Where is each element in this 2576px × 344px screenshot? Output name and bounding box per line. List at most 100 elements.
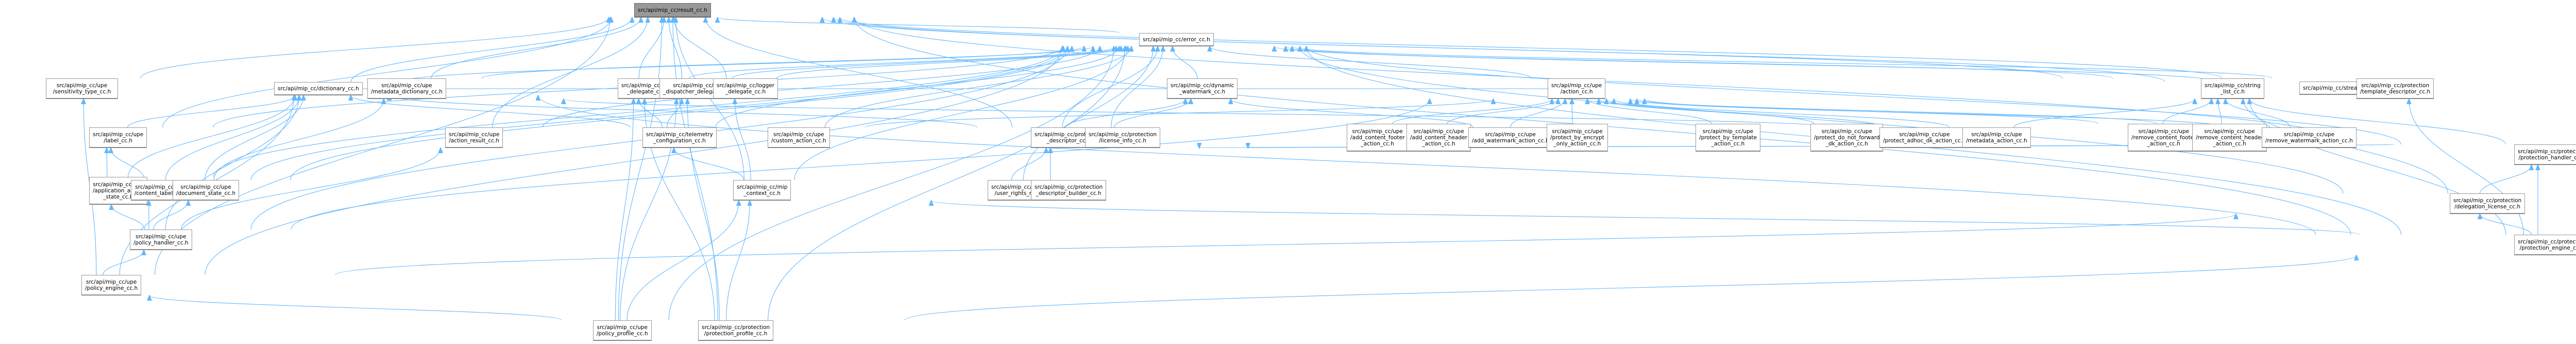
edge-protection-descriptor-cc-to-dynamic-watermark-cc — [1065, 99, 1185, 128]
edge-policy-profile-cc-to-policy-engine-cc — [149, 296, 562, 321]
node-template-descriptor-cc[interactable]: src/api/mip_cc/protection /template_desc… — [2357, 78, 2434, 99]
edge-policy-engine-cc-to-result-cc — [154, 18, 611, 275]
edge-policy-profile-cc-to-mip-context-cc — [626, 201, 739, 321]
edge-protection-engine-cc-to-string-list-cc — [2249, 99, 2506, 235]
node-protect-do-not-forward-dk-action-cc[interactable]: src/api/mip_cc/upe /protect_do_not_forwa… — [1810, 124, 1884, 152]
edge-policy-handler-cc-to-dictionary-cc — [165, 95, 299, 230]
node-policy-engine-cc[interactable]: src/api/mip_cc/upe /policy_engine_cc.h — [81, 275, 142, 296]
edge-protect-do-not-forward-dk-action-cc-to-action-cc — [1599, 99, 1815, 124]
edge-task-dispatcher-delegate-cc-to-error-cc — [732, 46, 1121, 79]
edge-license-info-cc-to-dynamic-watermark-cc — [1114, 99, 1191, 128]
edge-metadata-action-cc-to-metadata-dictionary-cc — [564, 99, 1833, 128]
node-mip-context-cc[interactable]: src/api/mip_cc/mip _context_cc.h — [733, 180, 791, 201]
node-protect-adhoc-dk-action-cc[interactable]: src/api/mip_cc/upe /protect_adhoc_dk_act… — [1879, 127, 1970, 148]
edge-protection-engine-cc-to-dictionary-cc — [538, 95, 2316, 235]
edge-telemetry-configuration-cc-to-task-dispatcher-delegate-cc — [667, 99, 682, 128]
edge-telemetry-configuration-cc-to-http-delegate-cc — [639, 99, 663, 128]
node-policy-profile-cc[interactable]: src/api/mip_cc/upe /policy_profile_cc.h — [593, 320, 652, 341]
edge-delegation-license-cc-to-protection-handler-cc — [2479, 165, 2532, 194]
edge-remove-watermark-action-cc-to-string-list-cc — [2226, 99, 2291, 128]
edge-application-action-state-cc-to-error-cc — [213, 46, 1063, 177]
node-remove-content-header-action-cc[interactable]: src/api/mip_cc/upe /remove_content_heade… — [2192, 124, 2267, 152]
edge-user-rights-roles-cc-to-error-cc — [1023, 46, 1154, 181]
edge-policy-handler-cc-to-document-state-cc — [152, 201, 189, 230]
node-add-watermark-action-cc[interactable]: src/api/mip_cc/upe /add_watermark_action… — [1468, 127, 1553, 148]
edge-logger-delegate-cc-to-result-cc — [674, 18, 727, 79]
edge-protection-handler-cc-to-error-cc — [1307, 46, 2401, 145]
node-protection-engine-cc[interactable]: src/api/mip_cc/protection /protection_en… — [2514, 235, 2576, 255]
edge-sensitivity-type-cc-to-result-cc — [140, 18, 609, 79]
edge-protection-profile-cc-to-result-cc — [673, 18, 718, 321]
node-policy-handler-cc[interactable]: src/api/mip_cc/upe /policy_handler_cc.h — [130, 230, 192, 250]
edge-protection-engine-cc-to-template-descriptor-cc — [2409, 99, 2524, 235]
edge-stream-cc-to-error-cc — [1285, 46, 2215, 82]
edge-policy-profile-cc-to-result-cc — [618, 18, 662, 321]
edge-action-result-cc-to-error-cc — [542, 46, 1100, 128]
edge-remove-content-header-action-cc-to-action-cc — [1637, 99, 2158, 124]
node-protection-descriptor-builder-cc[interactable]: src/api/mip_cc/protection _descriptor_bu… — [1031, 180, 1107, 201]
edge-mip-context-cc-to-telemetry-configuration-cc — [674, 148, 744, 181]
edge-task-dispatcher-delegate-cc-to-result-cc — [669, 18, 682, 79]
edge-protect-adhoc-dk-action-cc-to-action-cc — [1606, 99, 1883, 128]
node-telemetry-configuration-cc[interactable]: src/api/mip_cc/telemetry _configuration_… — [642, 127, 717, 148]
node-document-state-cc[interactable]: src/api/mip_cc/upe /document_state_cc.h — [173, 180, 240, 201]
edge-document-state-cc-to-dictionary-cc — [205, 95, 303, 181]
node-add-content-header-action-cc[interactable]: src/api/mip_cc/upe /add_content_header _… — [1406, 124, 1471, 152]
edge-action-result-cc-to-result-cc — [492, 18, 648, 128]
edge-document-state-cc-to-error-cc — [290, 46, 1072, 181]
edge-protection-profile-cc-to-protection-engine-cc — [904, 255, 2357, 321]
edge-label-cc-to-result-cc — [162, 18, 611, 128]
edge-remove-content-footer-action-cc-to-string-list-cc — [2162, 99, 2211, 124]
edge-custom-action-cc-to-error-cc — [824, 46, 1131, 128]
edge-label-cc-to-dictionary-cc — [127, 95, 295, 128]
node-result-cc[interactable]: src/api/mip_cc/result_cc.h — [634, 3, 711, 18]
edge-protection-handler-cc-to-string-list-cc — [2249, 99, 2506, 145]
edge-dictionary-cc-to-result-cc — [350, 18, 632, 83]
edge-http-delegate-cc-to-error-cc — [689, 46, 1116, 79]
node-metadata-action-cc[interactable]: src/api/mip_cc/upe /metadata_action_cc.h — [1962, 127, 2031, 148]
node-error-cc[interactable]: src/api/mip_cc/error_cc.h — [1139, 33, 1214, 46]
node-string-list-cc[interactable]: src/api/mip_cc/string _list_cc.h — [2201, 78, 2264, 99]
edge-protection-profile-cc-to-error-cc — [768, 46, 1125, 321]
edge-metadata-action-cc-to-string-list-cc — [2013, 99, 2195, 128]
edge-remove-content-header-action-cc-to-string-list-cc — [2218, 99, 2222, 124]
edge-add-watermark-action-cc-to-action-cc — [1510, 99, 1565, 128]
edge-http-delegate-cc-to-result-cc — [638, 18, 664, 79]
node-dictionary-cc[interactable]: src/api/mip_cc/dictionary_cc.h — [274, 82, 363, 95]
node-dynamic-watermark-cc[interactable]: src/api/mip_cc/dynamic _watermark_cc.h — [1167, 78, 1238, 99]
edge-stream-cc-to-result-cc — [834, 18, 2165, 82]
edge-content-label-cc-to-dictionary-cc — [165, 95, 299, 181]
edge-dictionary-cc-to-error-cc — [401, 46, 1084, 83]
edge-policy-handler-cc-to-action-result-cc — [181, 148, 440, 230]
node-protect-by-template-action-cc[interactable]: src/api/mip_cc/upe /protect_by_template … — [1696, 124, 1760, 152]
edge-action-cc-to-error-cc — [1210, 46, 1532, 79]
edge-logger-delegate-cc-to-error-cc — [776, 46, 1126, 79]
edge-template-descriptor-cc-to-result-cc — [840, 18, 2223, 79]
node-sensitivity-type-cc[interactable]: src/api/mip_cc/upe /sensitivity_type_cc.… — [46, 78, 118, 99]
edge-policy-profile-cc-to-error-cc — [668, 46, 1114, 321]
edge-mip-context-cc-to-logger-delegate-cc — [735, 99, 751, 181]
node-action-cc[interactable]: src/api/mip_cc/upe /action_cc.h — [1548, 78, 1606, 99]
edge-protection-descriptor-cc-to-error-cc — [1062, 46, 1158, 128]
node-logger-delegate-cc[interactable]: src/api/mip_cc/logger _delegate_cc.h — [713, 78, 778, 99]
edge-custom-action-cc-to-action-cc — [865, 99, 1493, 128]
node-label-cc[interactable]: src/api/mip_cc/upe /label_cc.h — [89, 127, 147, 148]
node-delegation-license-cc[interactable]: src/api/mip_cc/protection /delegation_li… — [2450, 193, 2526, 214]
edge-string-list-cc-to-error-cc — [1274, 46, 2113, 79]
node-add-content-footer-action-cc[interactable]: src/api/mip_cc/upe /add_content_footer _… — [1347, 124, 1409, 152]
node-http-delegate-cc[interactable]: src/api/mip_cc/http _delegate_cc.h — [618, 78, 677, 99]
edge-add-content-header-action-cc-to-action-cc — [1447, 99, 1558, 124]
node-protection-profile-cc[interactable]: src/api/mip_cc/protection /protection_pr… — [698, 320, 774, 341]
node-action-result-cc[interactable]: src/api/mip_cc/upe /action_result_cc.h — [445, 127, 503, 148]
node-protection-handler-cc[interactable]: src/api/mip_cc/protection /protection_ha… — [2514, 144, 2576, 165]
node-remove-watermark-action-cc[interactable]: src/api/mip_cc/upe /remove_watermark_act… — [2262, 127, 2357, 148]
node-remove-content-footer-action-cc[interactable]: src/api/mip_cc/upe /remove_content_foote… — [2128, 124, 2200, 152]
edge-content-label-cc-to-error-cc — [250, 46, 1067, 181]
node-metadata-dictionary-cc[interactable]: src/api/mip_cc/upe /metadata_dictionary_… — [367, 78, 446, 99]
node-license-info-cc[interactable]: src/api/mip_cc/protection /license_info_… — [1085, 127, 1161, 148]
edge-telemetry-configuration-cc-to-dictionary-cc — [351, 95, 631, 128]
edge-protection-descriptor-cc-to-dictionary-cc — [389, 95, 977, 128]
node-custom-action-cc[interactable]: src/api/mip_cc/upe /custom_action_cc.h — [768, 127, 830, 148]
node-protect-by-encrypt-only-action-cc[interactable]: src/api/mip_cc/upe /protect_by_encrypt _… — [1547, 124, 1608, 152]
